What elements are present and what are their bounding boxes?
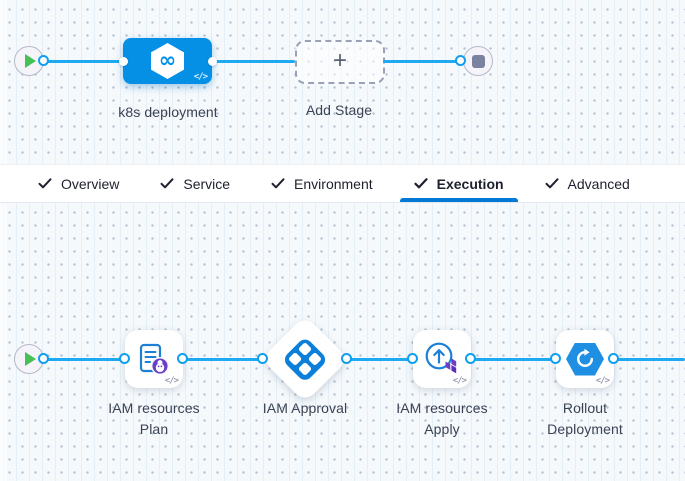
connector-dot[interactable] <box>257 353 268 364</box>
tab-service[interactable]: Service <box>160 165 230 202</box>
tab-label: Advanced <box>567 175 630 192</box>
tab-label: Overview <box>61 175 120 192</box>
check-icon <box>545 178 559 189</box>
step-node-iam-resources-apply[interactable]: </> <box>413 330 471 388</box>
stage-node-k8s-deployment[interactable]: ∞ </> <box>118 38 217 84</box>
connector-line <box>44 357 125 361</box>
connector-dot[interactable] <box>177 353 188 364</box>
play-icon <box>25 352 36 366</box>
stage-config-tabs: Overview Service Environment Execution A… <box>0 164 685 203</box>
connector-line <box>383 59 461 63</box>
step-node-rollout-deployment[interactable]: </> <box>556 330 614 388</box>
add-stage-button[interactable]: + <box>295 40 385 84</box>
connector-dot[interactable] <box>341 353 352 364</box>
connector-dot[interactable] <box>407 353 418 364</box>
connector-dot[interactable] <box>38 55 49 66</box>
connector-dot[interactable] <box>455 55 466 66</box>
connector-line <box>44 59 125 63</box>
play-icon <box>25 54 36 68</box>
connector-line <box>183 357 263 361</box>
step-label: IAM Approval <box>262 400 348 416</box>
connector-dot[interactable] <box>608 353 619 364</box>
tab-advanced[interactable]: Advanced <box>545 165 630 202</box>
tab-label: Environment <box>294 175 373 192</box>
connector-line <box>614 357 685 361</box>
check-icon <box>414 178 428 189</box>
node-port-left[interactable] <box>118 56 128 66</box>
harness-pipeline-icon: ∞ <box>151 43 184 79</box>
connector-line <box>212 59 295 63</box>
check-icon <box>160 178 174 189</box>
tab-environment[interactable]: Environment <box>271 165 373 202</box>
rollout-deployment-icon <box>566 342 604 376</box>
yaml-code-icon: </> <box>452 376 467 386</box>
pipeline-end-node <box>463 46 493 76</box>
check-icon <box>38 178 52 189</box>
check-icon <box>271 178 285 189</box>
step-node-iam-approval[interactable] <box>261 315 349 403</box>
stage-label: k8s deployment <box>118 104 218 120</box>
stop-icon <box>471 54 485 68</box>
tab-label: Service <box>183 175 231 192</box>
plus-icon: + <box>332 47 347 74</box>
connector-line <box>471 357 556 361</box>
yaml-code-icon: </> <box>193 72 208 82</box>
terraform-apply-icon <box>425 342 457 374</box>
terraform-plan-icon <box>139 343 170 375</box>
add-stage-label: Add Stage <box>305 102 373 118</box>
yaml-code-icon: </> <box>164 376 179 386</box>
step-node-iam-resources-plan[interactable]: </> <box>125 330 183 388</box>
yaml-code-icon: </> <box>595 376 610 386</box>
connector-dot[interactable] <box>38 353 49 364</box>
connector-dot[interactable] <box>550 353 561 364</box>
connector-dot[interactable] <box>465 353 476 364</box>
tab-overview[interactable]: Overview <box>38 165 119 202</box>
tab-execution[interactable]: Execution <box>399 165 518 202</box>
stage-canvas: ∞ </> k8s deployment + Add Stage <box>0 0 685 164</box>
connector-dot[interactable] <box>119 353 130 364</box>
execution-start-node <box>14 344 44 374</box>
node-port-right[interactable] <box>207 56 217 66</box>
tab-label: Execution <box>436 175 504 192</box>
approval-icon <box>281 335 329 383</box>
connector-line <box>347 357 413 361</box>
